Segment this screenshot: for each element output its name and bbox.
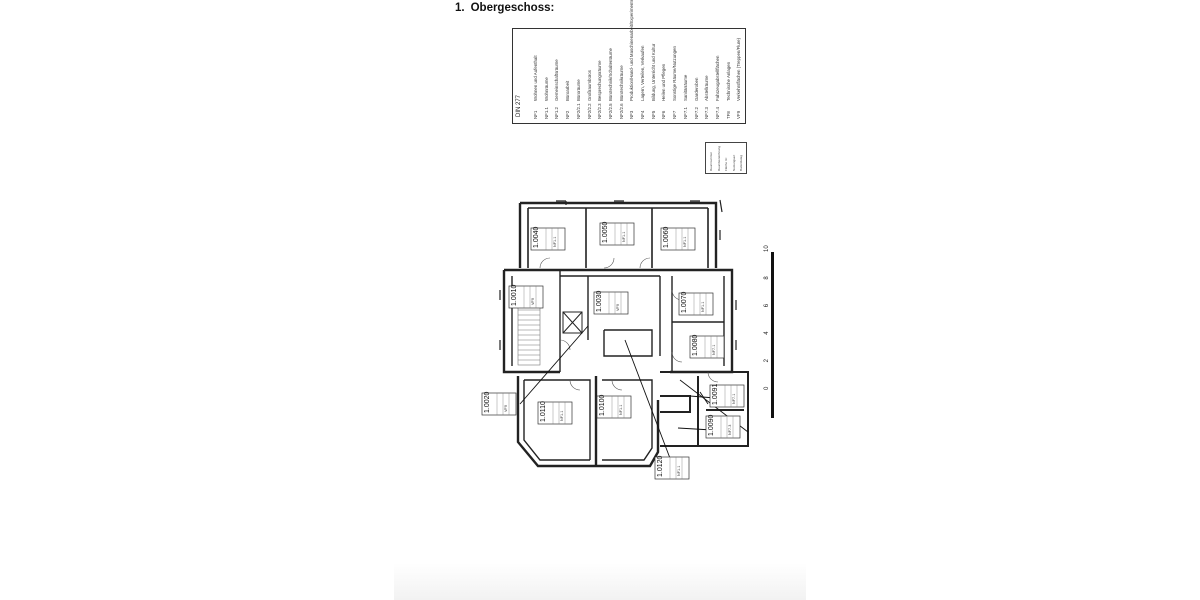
door-swing xyxy=(603,257,615,269)
room-stamp-box xyxy=(709,384,745,408)
window-marks xyxy=(499,199,737,350)
room-number: 1.0060 xyxy=(663,226,670,248)
inner-walls-middle xyxy=(511,270,725,372)
staircase xyxy=(517,304,541,366)
scale-tick-label: 4 xyxy=(764,331,770,335)
room-use-code: NF1.1 xyxy=(622,232,626,242)
room-use-code: VF9 xyxy=(616,304,620,311)
door-swing xyxy=(707,371,719,383)
room-use-code: NF1.1 xyxy=(677,466,681,476)
elevator-shaft xyxy=(562,311,583,334)
room-stamp-box xyxy=(530,227,566,251)
room-use-code: NF1.1 xyxy=(560,411,564,421)
leader-line xyxy=(624,339,677,475)
room-stamp-box xyxy=(596,395,632,419)
room-use-code: NF7.1 xyxy=(732,394,736,404)
room-use-code: VF9 xyxy=(531,298,535,305)
leader-line xyxy=(519,325,589,405)
room-stamp-box xyxy=(654,456,690,480)
scale-tick-label: 2 xyxy=(764,358,770,362)
north-rooms-wall xyxy=(527,207,709,268)
room-number: 1.0100 xyxy=(599,394,606,416)
scale-bar-line xyxy=(771,252,774,418)
door-swing xyxy=(639,257,651,269)
door-swings xyxy=(539,257,719,391)
door-swing xyxy=(671,351,683,363)
outer-wall-top xyxy=(518,201,718,268)
page-bottom-shade xyxy=(394,563,806,600)
page-title: 1. Obergeschoss: xyxy=(455,2,554,14)
room-number: 1.0020 xyxy=(484,391,491,413)
room-stamp: 1.0110 NF1.1 xyxy=(537,401,573,425)
stair-steps xyxy=(518,309,540,361)
room-use-code: NF1.1 xyxy=(701,302,705,312)
room-number: 1.0110 xyxy=(540,401,547,422)
room-use-code: NF1.1 xyxy=(553,237,557,247)
leader-line xyxy=(699,391,709,405)
room-use-code: VF9 xyxy=(504,405,508,412)
room-stamp-box xyxy=(678,292,714,316)
room-number: 1.0070 xyxy=(681,291,688,313)
title-text: Obergeschoss: xyxy=(470,2,555,14)
room-stamp-box xyxy=(508,285,544,309)
room-stamp-box xyxy=(689,335,725,359)
room-use-code: NF7.3 xyxy=(728,425,732,435)
room-stamp-box xyxy=(660,227,696,251)
room-stamp-box xyxy=(599,222,635,246)
walls xyxy=(499,199,749,475)
room-number: 1.0091 xyxy=(712,383,719,405)
room-number: 1.0030 xyxy=(596,290,603,312)
room-use-code: NF7.1 xyxy=(712,345,716,355)
scale-tick-label: 0 xyxy=(764,386,770,390)
door-swing xyxy=(611,379,623,391)
room-stamp-box xyxy=(593,291,629,315)
room-use-code: NF1.1 xyxy=(683,237,687,247)
room-stamp-box xyxy=(481,392,517,416)
scale-bar: 0 2 4 6 8 10 xyxy=(764,245,774,418)
scale-tick-label: 10 xyxy=(764,245,770,252)
room-stamp-box xyxy=(537,401,573,425)
outer-wall-right xyxy=(660,371,749,447)
room-number: 1.0090 xyxy=(708,414,715,436)
scale-tick-label: 6 xyxy=(764,303,770,307)
door-swing xyxy=(559,339,571,351)
room-number: 1.0080 xyxy=(692,334,699,356)
scale-tick-label: 8 xyxy=(764,276,770,280)
title-number: 1. xyxy=(455,2,465,14)
room-number: 1.0120 xyxy=(657,455,664,477)
room-number: 1.0050 xyxy=(602,221,609,243)
room-number: 1.0040 xyxy=(533,226,540,248)
room-stamp-box xyxy=(705,415,741,439)
room-use-code: NF1.1 xyxy=(619,405,623,415)
window-mark xyxy=(499,199,737,350)
inner-walls-bottom xyxy=(523,379,653,461)
door-swing xyxy=(539,257,551,269)
room-number: 1.0010 xyxy=(511,284,518,306)
door-swing xyxy=(569,379,581,391)
